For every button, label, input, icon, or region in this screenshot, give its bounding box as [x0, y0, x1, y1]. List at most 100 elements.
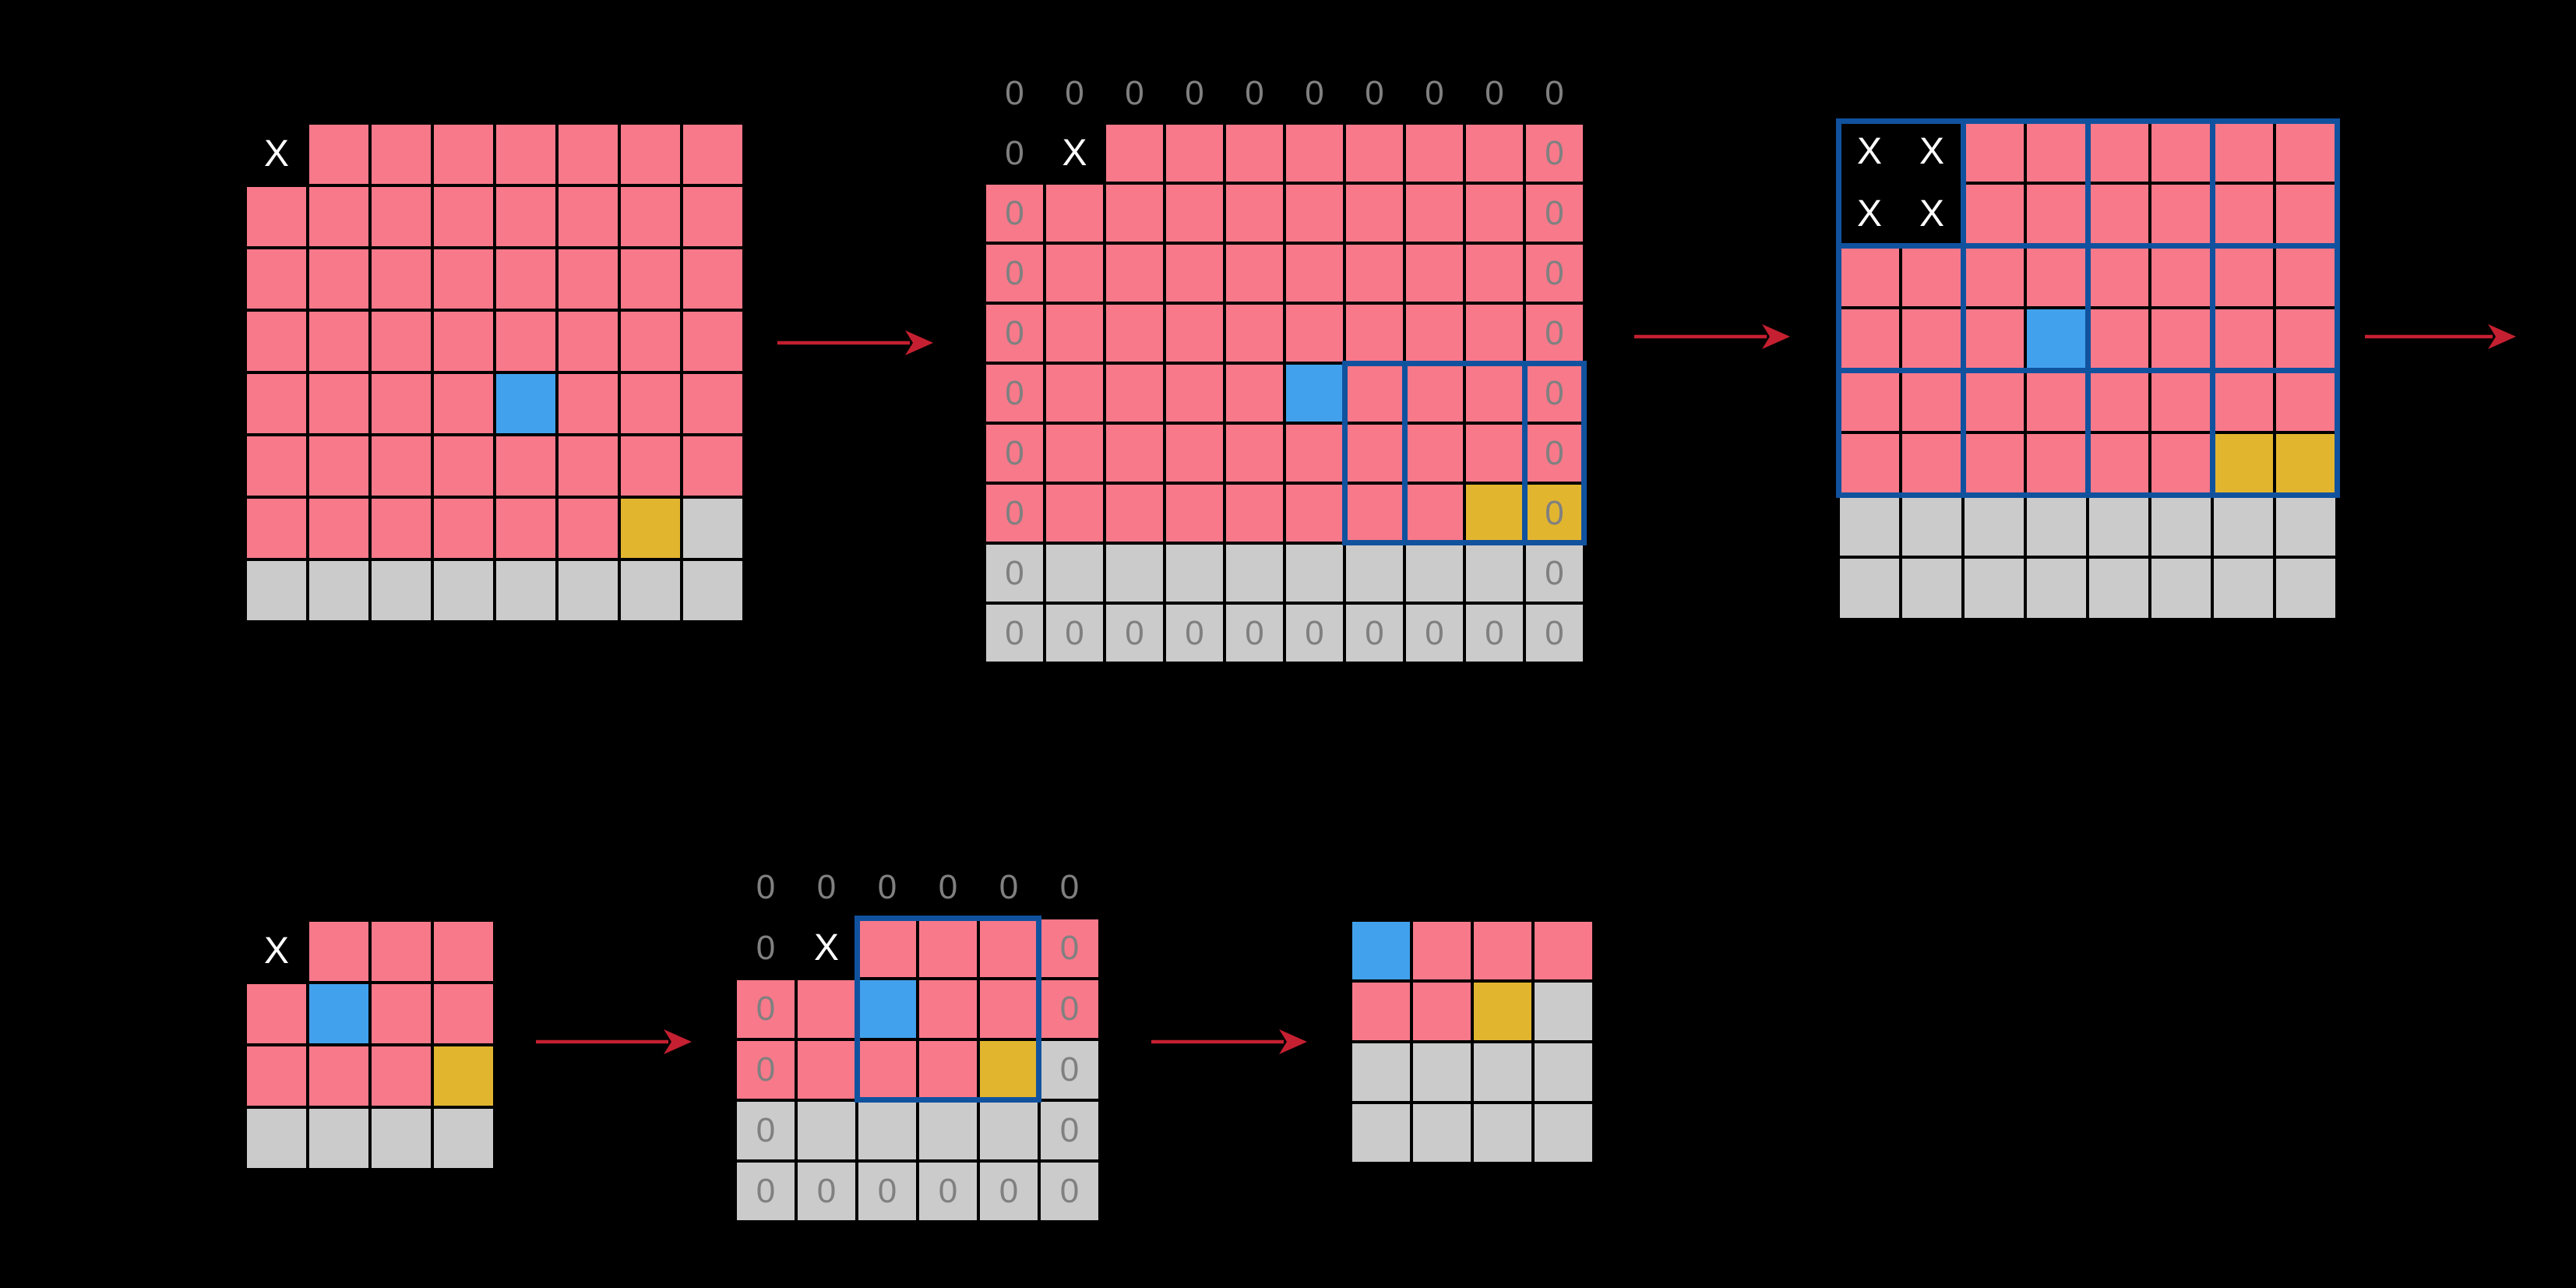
zero-padding-cell: 0	[918, 1161, 978, 1222]
map-cell-p	[245, 1045, 308, 1107]
zero-padding-cell: 0	[1344, 603, 1404, 663]
map-cell-p	[1045, 423, 1105, 483]
map-cell-g	[2088, 495, 2150, 557]
map-cell-p	[2025, 370, 2088, 432]
crop-highlight-divider	[1401, 361, 1408, 545]
map-cell-g	[1105, 543, 1165, 603]
map-cell-p	[1963, 370, 2025, 432]
map-cell-p	[1411, 920, 1472, 981]
map-cell-p	[557, 248, 619, 310]
agent-marker-cell: X	[1062, 132, 1087, 174]
zero-padding-cell: 0	[985, 603, 1045, 663]
map-cell-g	[1533, 981, 1594, 1042]
zero-padding-cell: 0	[1039, 1161, 1100, 1222]
zero-padding-cell: 0	[1524, 183, 1584, 243]
zero-padding-cell: 0	[985, 363, 1045, 423]
zero-padding-cell: 0	[1524, 543, 1584, 603]
map-cell-p	[1963, 245, 2025, 308]
map-cell-p	[1404, 183, 1464, 243]
map-cell-p	[1838, 370, 1901, 432]
map-cell-p	[245, 983, 308, 1045]
map-cell-g	[432, 1107, 495, 1170]
map-cell-p	[432, 435, 495, 497]
map-cell-p	[370, 185, 432, 248]
map-cell-g	[619, 559, 682, 622]
zero-padding-cell: 0	[1284, 603, 1344, 663]
map-cell-p	[2025, 245, 2088, 308]
map-cell-p	[308, 497, 370, 559]
map-cell-p	[1963, 183, 2025, 245]
agent-marker-cell: X	[813, 927, 839, 969]
map-cell-p	[495, 435, 557, 497]
agent-marker-cell: X	[1856, 193, 1882, 235]
map-cell-p	[432, 123, 495, 185]
zero-padding-cell: 0	[1524, 303, 1584, 363]
crop-highlight-rect	[855, 916, 1041, 1103]
map-cell-p	[1464, 243, 1524, 303]
map-cell-p	[1284, 123, 1344, 183]
zero-padding-cell: 0	[1005, 73, 1024, 112]
map-cell-p	[1105, 243, 1165, 303]
map-cell-p	[1045, 363, 1105, 423]
map-cell-p	[1901, 432, 1963, 495]
map-cell-p	[1165, 183, 1225, 243]
map-cell-p	[370, 310, 432, 372]
pool-grid-vline	[2084, 118, 2091, 498]
map-cell-p	[2275, 245, 2337, 308]
map-cell-p	[432, 497, 495, 559]
zero-padding-cell: 0	[1059, 868, 1080, 906]
map-cell-p	[495, 123, 557, 185]
zero-padding-cell: 0	[1464, 603, 1524, 663]
pool-grid-vline	[1960, 118, 1966, 498]
zero-padding-cell: 0	[985, 483, 1045, 543]
map-cell-p	[370, 1045, 432, 1107]
map-cell-g	[1963, 557, 2025, 619]
zero-padding-cell: 0	[1125, 73, 1144, 112]
agent-marker-cell: X	[1919, 193, 1944, 235]
zero-padding-cell: 0	[735, 1161, 796, 1222]
map-cell-g	[1901, 557, 1963, 619]
zero-padding-cell: 0	[1005, 133, 1024, 172]
map-cell-p	[370, 123, 432, 185]
map-cell-g	[1464, 543, 1524, 603]
map-cell-p	[1105, 423, 1165, 483]
map-cell-p	[1045, 183, 1105, 243]
map-cell-g	[857, 1100, 918, 1161]
pool-grid-hline	[1835, 242, 2340, 249]
map-cell-p	[2088, 183, 2150, 245]
zero-padding-cell: 0	[857, 1161, 918, 1222]
map-cell-g	[682, 559, 744, 622]
map-cell-p	[619, 435, 682, 497]
map-cell-g	[245, 1107, 308, 1170]
map-cell-p	[1351, 981, 1411, 1042]
zero-padding-cell: 0	[1039, 979, 1100, 1039]
map-cell-p	[2275, 370, 2337, 432]
map-cell-p	[2088, 121, 2150, 183]
zero-padding-cell: 0	[1225, 603, 1284, 663]
map-cell-p	[2088, 370, 2150, 432]
map-cell-b	[2025, 308, 2088, 370]
zero-padding-cell: 0	[1039, 1100, 1100, 1161]
map-cell-p	[1105, 483, 1165, 543]
map-cell-p	[1105, 183, 1165, 243]
map-cell-p	[1901, 308, 1963, 370]
map-cell-p	[245, 372, 308, 435]
zero-padding-cell: 0	[1165, 603, 1225, 663]
map-cell-p	[1105, 363, 1165, 423]
zero-padding-cell: 0	[877, 868, 897, 906]
map-cell-p	[245, 497, 308, 559]
map-cell-p	[1464, 183, 1524, 243]
map-cell-p	[370, 372, 432, 435]
agent-marker-cell: X	[1856, 131, 1882, 172]
zero-padding-cell: 0	[1524, 483, 1584, 543]
map-cell-p	[308, 185, 370, 248]
map-cell-p	[1838, 308, 1901, 370]
zero-padding-cell: 0	[1545, 73, 1564, 112]
map-cell-g	[796, 1100, 857, 1161]
zero-padding-cell: 0	[816, 868, 837, 906]
map-cell-p	[1225, 183, 1284, 243]
map-cell-p	[1165, 123, 1225, 183]
map-cell-p	[557, 185, 619, 248]
map-cell-p	[2275, 308, 2337, 370]
zero-padding-cell: 0	[735, 1039, 796, 1100]
